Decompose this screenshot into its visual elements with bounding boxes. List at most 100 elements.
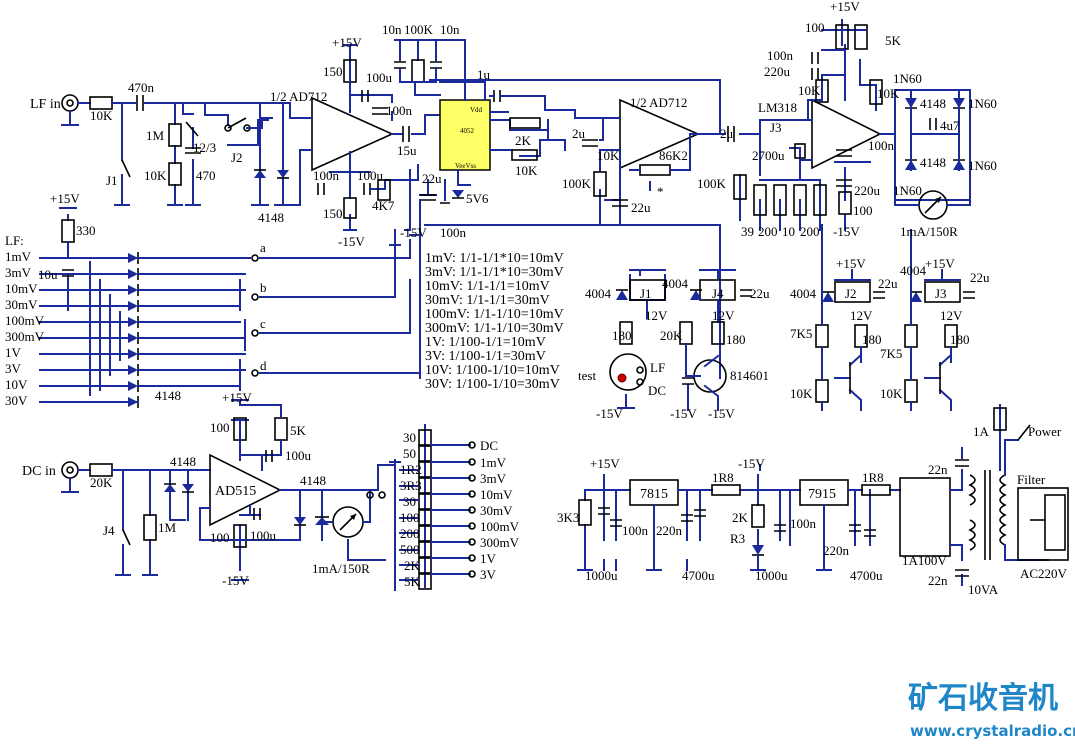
pot-5k-dc — [274, 417, 288, 441]
power-switch[interactable] — [1017, 424, 1031, 441]
range-100mv: 100mV — [5, 313, 45, 328]
label-r1m: 1M — [146, 128, 165, 143]
label-c15u: 15u — [397, 143, 417, 158]
relay-j3[interactable] — [924, 281, 961, 303]
resistor-10k-j2 — [815, 379, 829, 403]
capacitor-220n-pos — [681, 514, 693, 522]
label-r100-dc2: 100 — [210, 530, 230, 545]
label-c5v6: 5V6 — [466, 191, 489, 206]
dc-tap-300mv[interactable] — [468, 538, 476, 546]
dc-tap-100mv[interactable] — [468, 522, 476, 530]
resistor-10 — [793, 184, 807, 216]
label-c100n-ps: 100n — [622, 523, 649, 538]
label-dc-switch: DC — [648, 383, 666, 398]
capacitor-2u-c — [727, 126, 735, 142]
opamp-ad712-a — [311, 96, 394, 172]
label-10va: 10VA — [968, 582, 999, 597]
capacitor-15u — [402, 126, 410, 142]
dc-tap-1v[interactable] — [468, 554, 476, 562]
variable-cap — [185, 121, 199, 137]
pot-5k — [854, 24, 868, 50]
capacitor-22u-j2 — [873, 291, 885, 299]
label-1n60-c: 1N60 — [968, 158, 997, 173]
resistor-10k-j3 — [904, 379, 918, 403]
relay-j2[interactable] — [834, 281, 871, 303]
range-300mv: 300mV — [5, 329, 45, 344]
dc-range-1mv: 1mV — [480, 455, 507, 470]
div-100: 100 — [400, 510, 420, 525]
dc-range-3v: 3V — [480, 567, 497, 582]
tap-b[interactable] — [251, 293, 259, 301]
label-r150-top: 150 — [323, 64, 343, 79]
label-c22u-j3: 22u — [970, 270, 990, 285]
mux-vdd: Vdd — [470, 106, 483, 114]
relay-j1-contact[interactable] — [121, 159, 131, 178]
dc-tap-3mv[interactable] — [468, 474, 476, 482]
label-4148-dc2: 4148 — [300, 473, 326, 488]
capacitor-22n-a — [955, 459, 969, 467]
label-r100k-c: 100K — [697, 176, 727, 191]
dc-tap-dc[interactable] — [468, 441, 476, 449]
range-3v: 3V — [5, 361, 22, 376]
label-ad515: AD515 — [215, 484, 256, 499]
label-c4u7: 4u7 — [940, 118, 960, 133]
resistor-1m-lf — [168, 123, 182, 147]
opamp-lm318 — [811, 98, 882, 170]
dc-in-jack[interactable] — [61, 461, 79, 479]
test-switch[interactable] — [609, 353, 647, 391]
relay-j4-contact[interactable] — [122, 529, 131, 546]
resistor-100k-b — [593, 171, 607, 197]
label-4004-j1: 4004 — [585, 286, 612, 301]
div-50: 50 — [403, 446, 416, 461]
resistor-1m-dc — [143, 514, 157, 541]
dc-tap-10mv[interactable] — [468, 490, 476, 498]
tap-a[interactable] — [251, 254, 259, 262]
dc-tap-1mv[interactable] — [468, 458, 476, 466]
capacitor-220u-d — [836, 179, 852, 187]
label-4004-j3: 4004 — [900, 263, 927, 278]
relay-j3-coil[interactable] — [794, 143, 806, 159]
relay-j1[interactable] — [629, 279, 666, 301]
relay-j2-contact[interactable] — [227, 117, 247, 129]
label-1n60-b: 1N60 — [968, 96, 997, 111]
label-4004-j4: 4004 — [662, 276, 689, 291]
label-r10k-in: 10K — [90, 108, 113, 123]
tap-c[interactable] — [251, 329, 259, 337]
capacitor-1000u-pos — [598, 507, 610, 515]
resistor-100k-c — [733, 174, 747, 200]
label-r3k3: 3K3 — [557, 510, 579, 525]
capacitor-22u-j3 — [963, 291, 975, 299]
capacitor-22n-b — [955, 569, 969, 577]
label-r100-dc: 100 — [210, 420, 230, 435]
dc-tap-30mv[interactable] — [468, 506, 476, 514]
resistor-10k-lf — [168, 162, 182, 186]
label-r100-lm: 100 — [805, 20, 825, 35]
label-c1u: 1u — [477, 67, 491, 82]
ic-4052 — [439, 99, 491, 171]
label-c100u-dc2: 100u — [250, 528, 277, 543]
capacitor-22u-j4 — [740, 289, 752, 297]
label-filter: Filter — [1017, 472, 1046, 487]
capacitor-220n-neg — [849, 524, 861, 532]
capacitor-10u-lf — [62, 269, 74, 277]
label-c10u-lf: 10u — [38, 267, 58, 282]
resistor-200b — [813, 184, 827, 216]
capacitor-100n-b — [317, 183, 325, 195]
tap-d[interactable] — [251, 369, 259, 377]
label-r180-j1: 180 — [612, 328, 632, 343]
lf-in-jack[interactable] — [61, 94, 79, 112]
label-n15-j4a: -15V — [670, 406, 697, 421]
resistor-180-j4 — [711, 321, 725, 345]
label-r1r8-b: 1R8 — [862, 470, 884, 485]
tap-label-c: c — [260, 316, 266, 331]
label-r10k-mux: 10K — [515, 163, 538, 178]
range-1mv: 1mV — [5, 249, 32, 264]
label-814601: 814601 — [730, 368, 769, 383]
tap-label-b: b — [260, 280, 267, 295]
lf-input-section — [61, 94, 301, 206]
opamp-ad712-b — [619, 98, 701, 170]
dc-tap-3v[interactable] — [468, 570, 476, 578]
label-c100n-lm2: 100n — [868, 138, 895, 153]
label-4148-range: 4148 — [155, 388, 181, 403]
label-p15-j2: +15V — [836, 256, 866, 271]
